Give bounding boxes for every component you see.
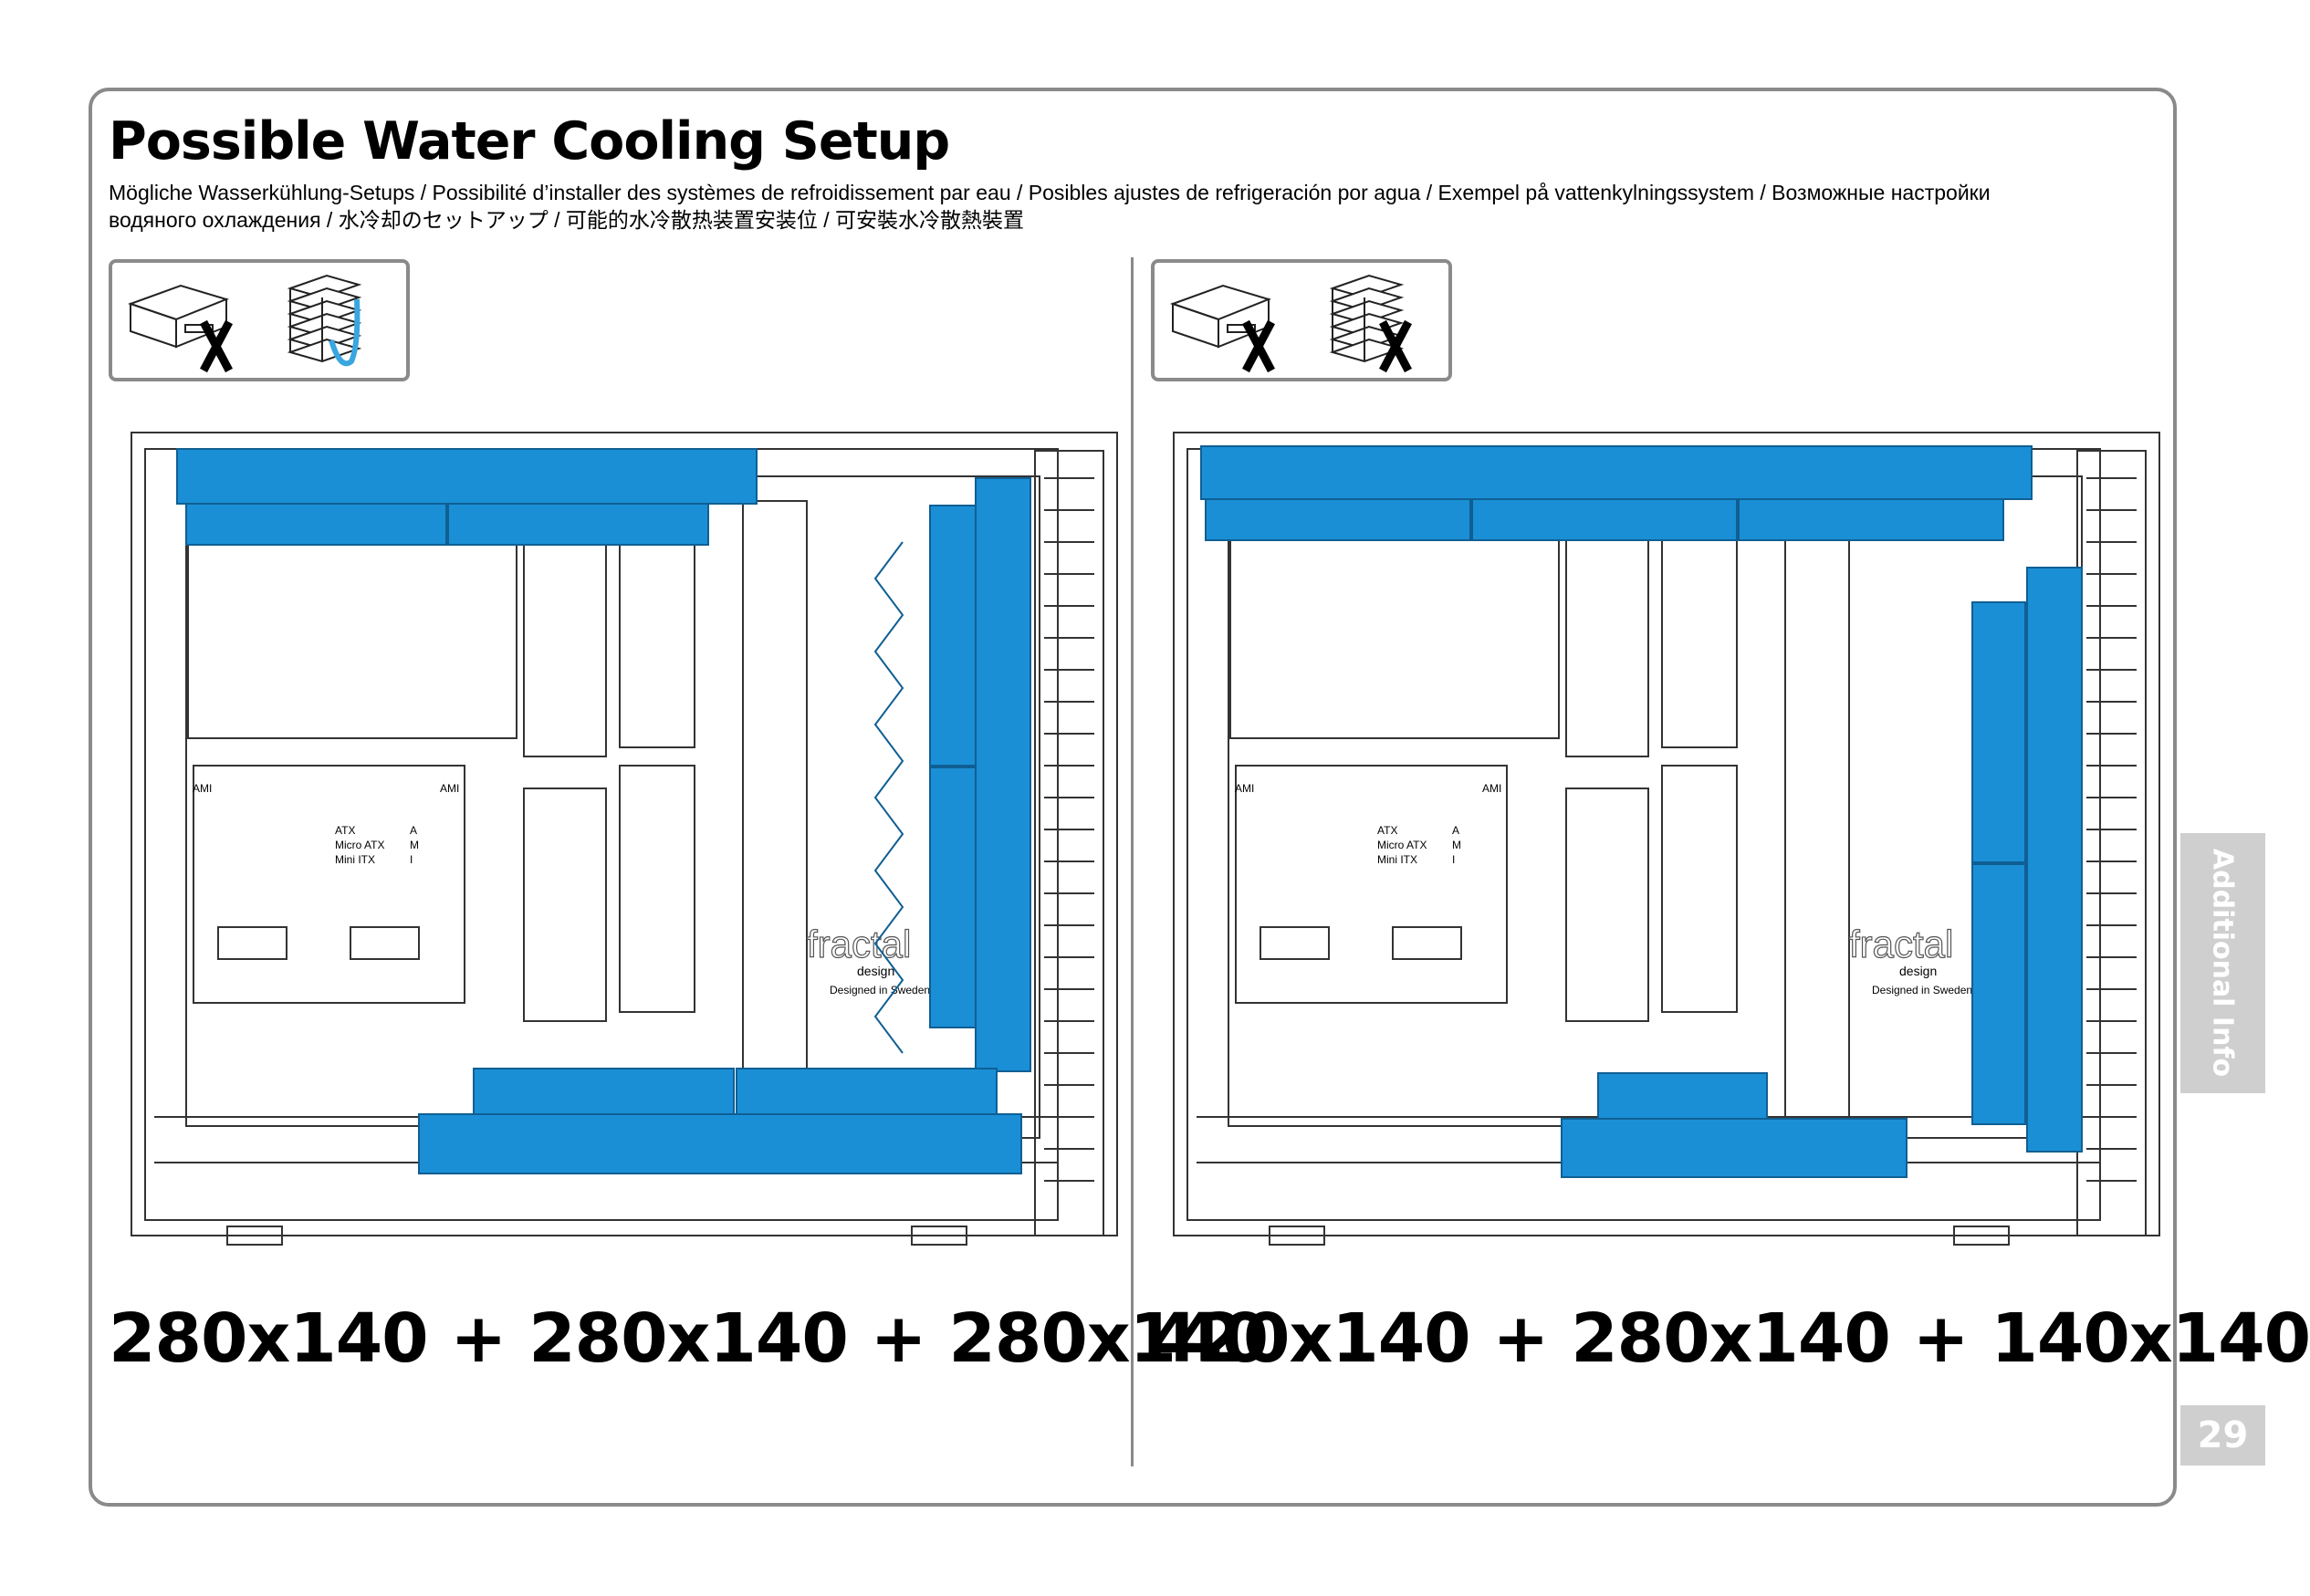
code-a-label: A	[1452, 824, 1459, 837]
code-i-label: I	[1452, 853, 1455, 866]
rear-vent-slots	[1044, 477, 1094, 1182]
hdd-cage-icon	[1329, 274, 1405, 363]
bottom-radiator-140	[1561, 1118, 1908, 1178]
tagline: Designed in Sweden	[1872, 984, 1972, 996]
left-case-diagram: AMI AMI ATX Micro ATX Mini ITX A M I fra…	[131, 432, 1118, 1246]
top-fan-3	[1738, 498, 2004, 541]
case-labels: AMI AMI ATX Micro ATX Mini ITX A M I fra…	[1235, 782, 1972, 996]
atx-label: ATX	[1377, 824, 1397, 837]
code-m-label: M	[1452, 839, 1461, 851]
atx-label: ATX	[335, 824, 355, 837]
hdd-cage-icon	[287, 274, 362, 363]
left-formula: 280x140 + 280x140 + 280x140	[109, 1299, 1269, 1378]
micro-atx-label: Micro ATX	[1377, 839, 1427, 851]
cross-mark-icon	[1379, 319, 1412, 373]
radiators	[176, 448, 1031, 1174]
top-fan-1	[185, 503, 447, 546]
check-mark-icon	[329, 298, 361, 367]
brand-logo: fractal	[807, 923, 911, 965]
case-labels: AMI AMI ATX Micro ATX Mini ITX A M I fra…	[193, 782, 930, 996]
panel-divider	[1131, 257, 1134, 1466]
right-setup-panel: AMI AMI ATX Micro ATX Mini ITX A M I fra…	[1151, 259, 2187, 1290]
micro-atx-label: Micro ATX	[335, 839, 384, 851]
cross-mark-icon	[200, 319, 233, 373]
radiators	[1200, 445, 2083, 1178]
tagline: Designed in Sweden	[830, 984, 930, 996]
page-title: Possible Water Cooling Setup	[109, 111, 950, 172]
brand-sub: design	[1899, 964, 1937, 978]
bottom-fan	[1597, 1072, 1768, 1120]
top-radiator-420	[1200, 445, 2033, 500]
code-i-label: I	[410, 853, 413, 866]
top-fan-2	[447, 503, 709, 546]
code-a-label: A	[410, 824, 417, 837]
drive-cage-5-25-icon	[1169, 284, 1272, 349]
right-formula: 420x140 + 280x140 + 140x140	[1151, 1299, 2310, 1378]
front-fan-2	[1971, 863, 2026, 1125]
page-frame	[89, 88, 2177, 1507]
top-fan-2	[1471, 498, 1738, 541]
right-legend-svg	[1169, 274, 1412, 373]
bottom-fan-2	[736, 1068, 998, 1115]
ami-left-label: AMI	[193, 782, 212, 795]
code-m-label: M	[410, 839, 419, 851]
left-legend-box	[109, 259, 410, 381]
brand-sub: design	[857, 964, 894, 978]
right-legend-box	[1151, 259, 1452, 381]
drive-cage-5-25-icon	[127, 284, 230, 349]
page-subtitle: Mögliche Wasserkühlung-Setups / Possibil…	[109, 181, 1991, 232]
ami-right-label: AMI	[1482, 782, 1501, 795]
page-number: 29	[2180, 1405, 2265, 1466]
ami-right-label: AMI	[440, 782, 459, 795]
right-case-diagram: AMI AMI ATX Micro ATX Mini ITX A M I fra…	[1173, 432, 2160, 1246]
front-radiator	[2026, 567, 2083, 1153]
front-fan-2	[929, 767, 977, 1028]
front-radiator	[975, 477, 1031, 1072]
bottom-radiator	[418, 1113, 1022, 1174]
left-setup-panel: AMI AMI ATX Micro ATX Mini ITX A M I fra…	[109, 259, 1145, 1290]
case-outline	[131, 432, 1118, 1246]
cross-mark-icon	[1242, 319, 1275, 373]
left-legend-svg	[127, 274, 362, 373]
bottom-fan-1	[473, 1068, 735, 1115]
top-fan-1	[1205, 498, 1471, 541]
side-tab: Additional Info	[2180, 833, 2265, 1093]
brand-logo: fractal	[1849, 923, 1953, 965]
front-fan-1	[1971, 601, 2026, 863]
rear-vent-slots	[2086, 477, 2137, 1182]
front-fan-1	[929, 505, 977, 767]
front-radiator-fans	[873, 541, 904, 1054]
ami-left-label: AMI	[1235, 782, 1254, 795]
mini-itx-label: Mini ITX	[1377, 853, 1417, 866]
top-radiator	[176, 448, 758, 505]
mini-itx-label: Mini ITX	[335, 853, 375, 866]
side-tab-label: Additional Info	[2206, 848, 2239, 1078]
